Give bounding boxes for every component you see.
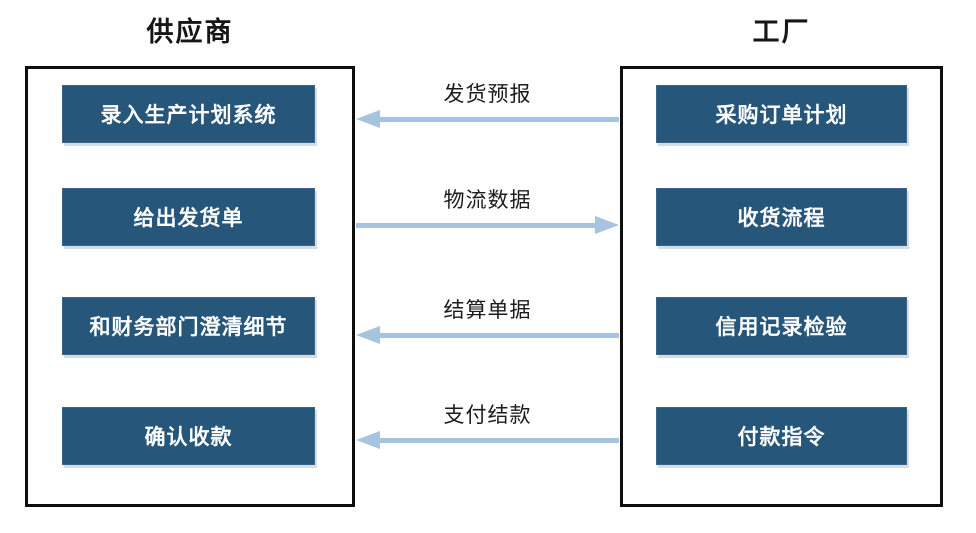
flow-settlement-documents: 结算单据 (356, 296, 619, 344)
flow-label: 物流数据 (443, 188, 532, 212)
supplier-panel: 录入生产计划系统 给出发货单 和财务部门澄清细节 确认收款 (25, 66, 355, 507)
arrow-shaft (356, 222, 595, 228)
arrowhead-right (595, 216, 619, 234)
supplier-title: 供应商 (146, 17, 234, 47)
flow-label: 结算单据 (443, 298, 532, 322)
arrow-left-icon (356, 431, 619, 449)
arrowhead-left (356, 431, 380, 449)
factory-step-4: 付款指令 (656, 407, 907, 465)
arrowhead-left (356, 110, 380, 128)
arrow-shaft (380, 116, 619, 122)
flow-label: 发货预报 (443, 82, 532, 106)
flow-shipping-forecast: 发货预报 (356, 80, 619, 128)
supplier-step-3: 和财务部门澄清细节 (62, 297, 315, 355)
arrowhead-left (356, 326, 380, 344)
arrow-left-icon (356, 110, 619, 128)
supplier-step-1: 录入生产计划系统 (62, 85, 315, 143)
factory-panel: 采购订单计划 收货流程 信用记录检验 付款指令 (620, 66, 943, 507)
flow-label: 支付结款 (443, 403, 532, 427)
arrow-right-icon (356, 216, 619, 234)
supplier-step-4: 确认收款 (62, 407, 315, 465)
arrow-shaft (380, 332, 619, 338)
supplier-step-2: 给出发货单 (62, 188, 315, 246)
factory-title: 工厂 (752, 17, 811, 47)
factory-step-2: 收货流程 (656, 188, 907, 246)
factory-step-1: 采购订单计划 (656, 85, 907, 143)
flow-logistics-data: 物流数据 (356, 186, 619, 234)
factory-step-3: 信用记录检验 (656, 297, 907, 355)
flow-payment: 支付结款 (356, 401, 619, 449)
arrow-left-icon (356, 326, 619, 344)
arrow-shaft (380, 437, 619, 443)
